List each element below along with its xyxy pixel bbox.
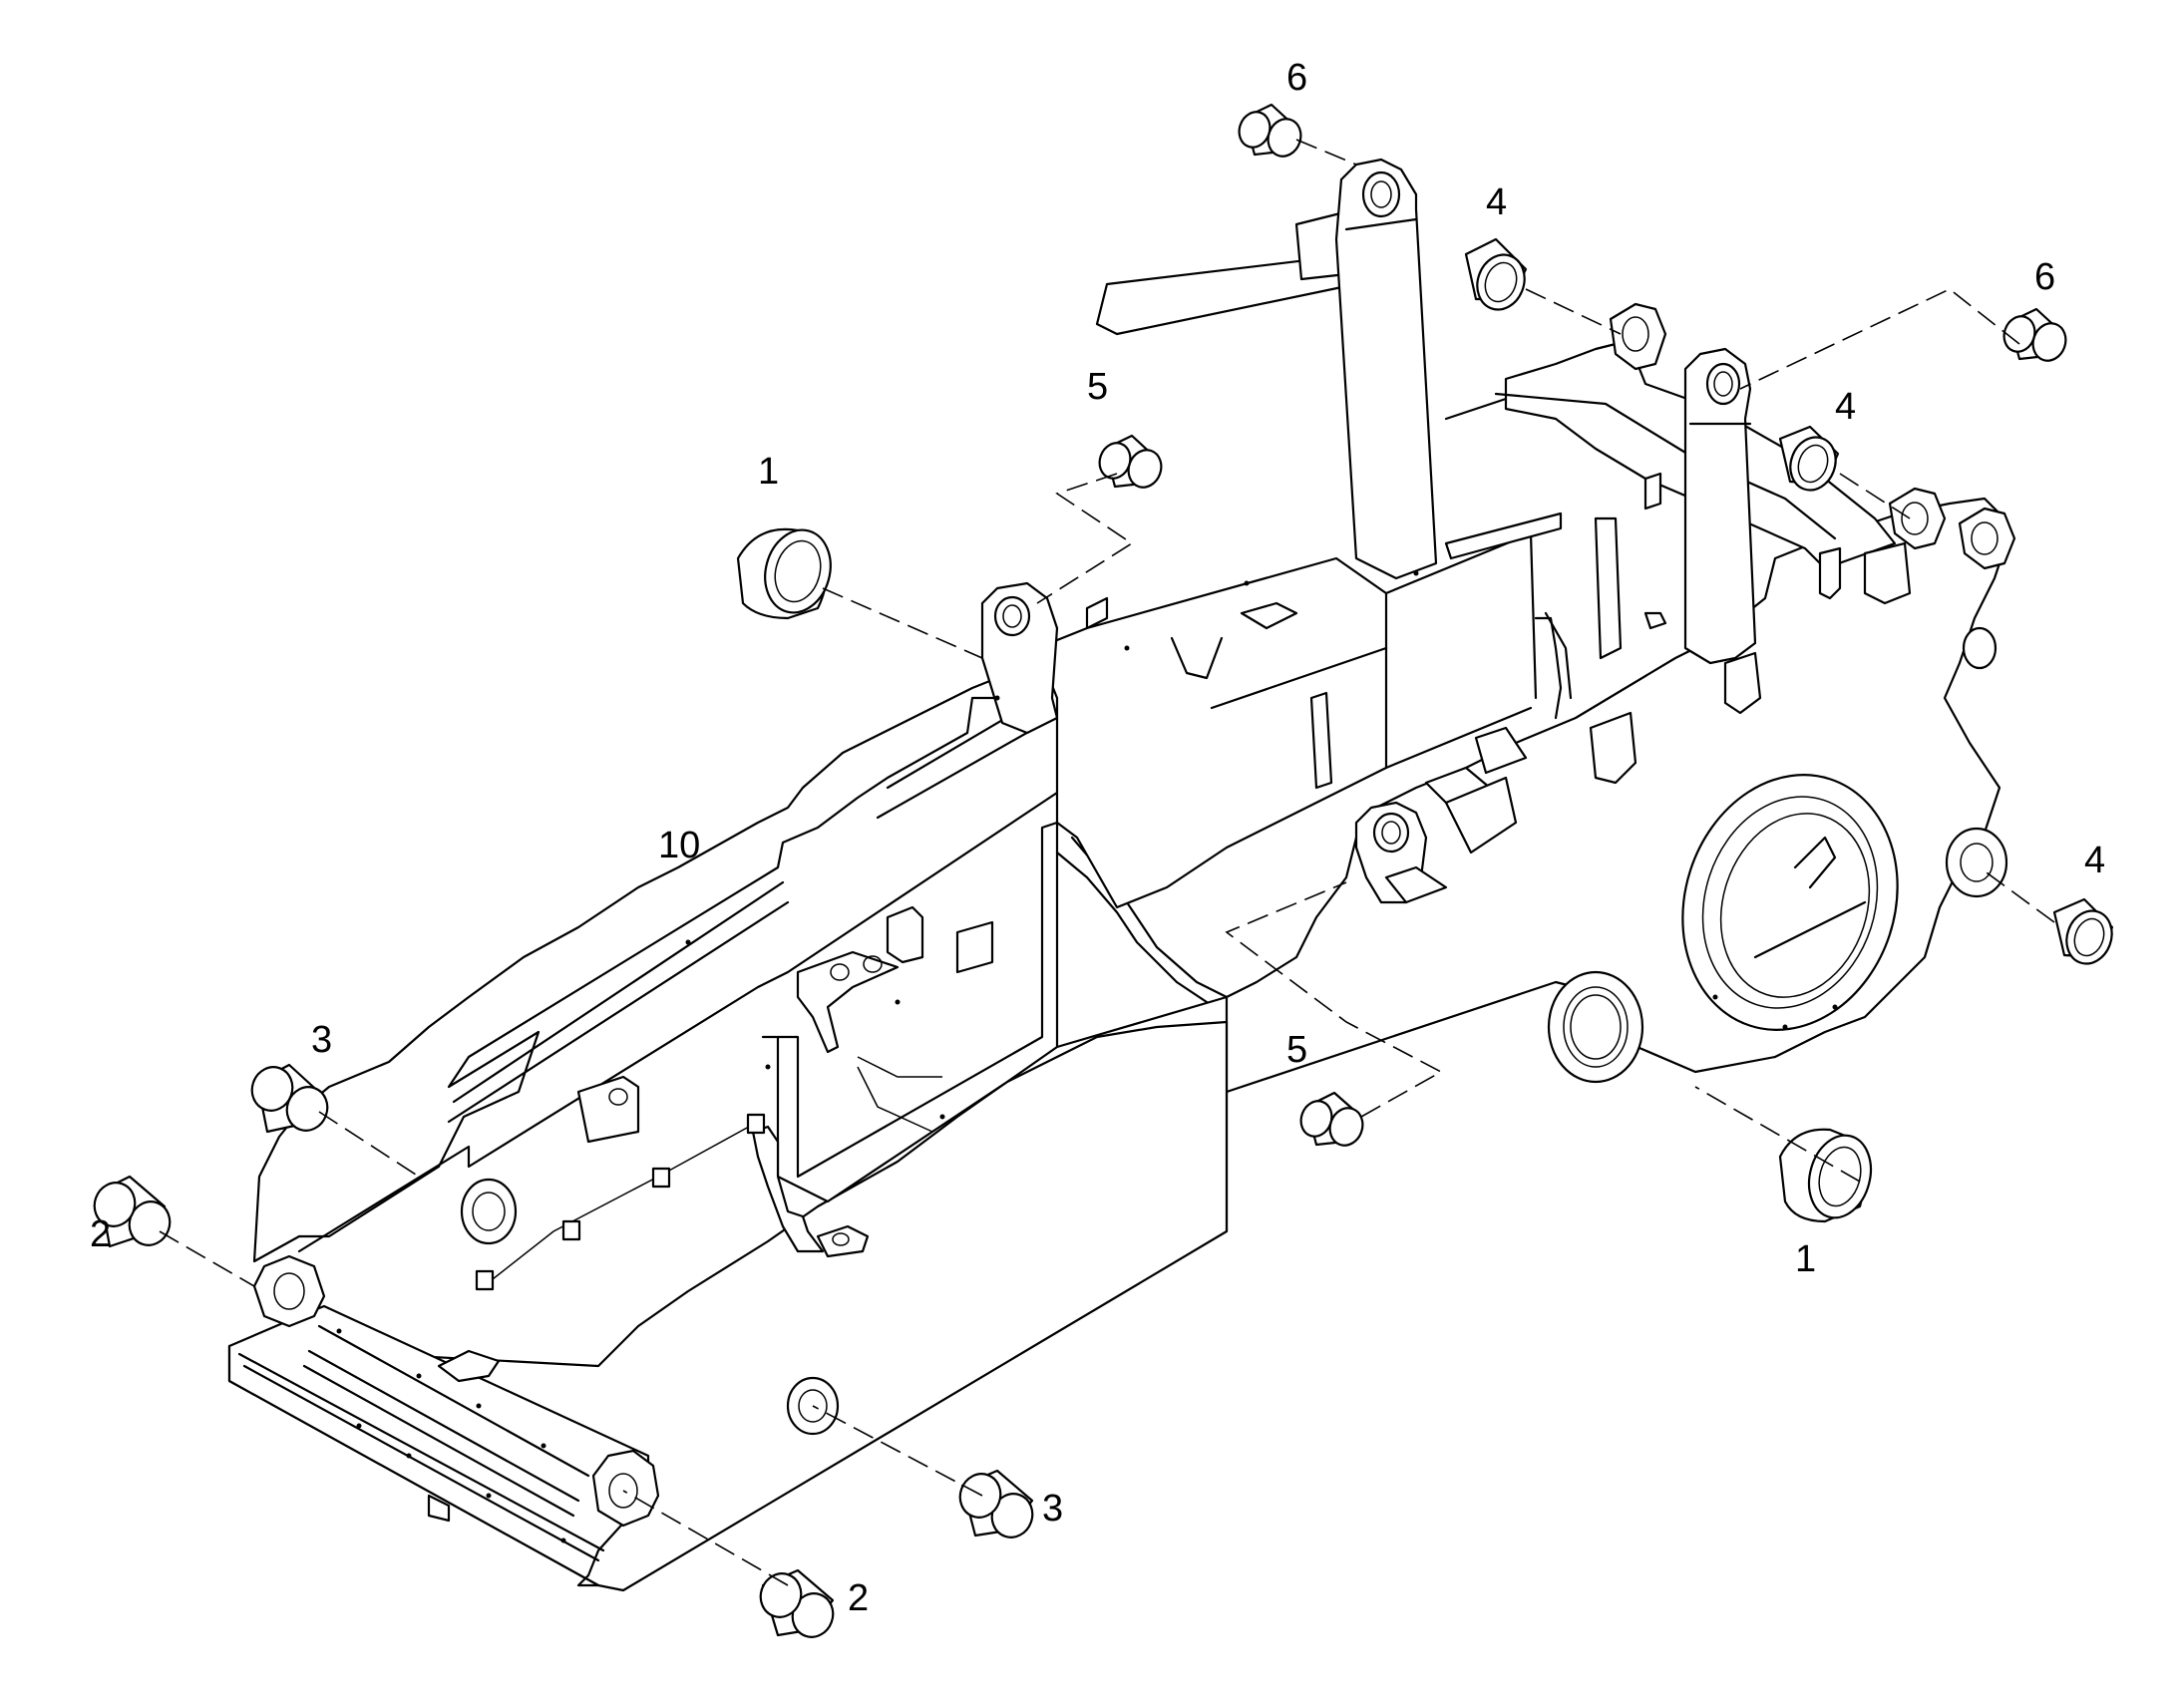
- callout-3-bottom: 3: [1042, 1488, 1063, 1530]
- callout-4-right: 4: [2084, 840, 2105, 881]
- pin-2-left: [93, 1175, 172, 1248]
- left-corner-pivot: [252, 1254, 326, 1328]
- central-block: [1035, 556, 1388, 909]
- pin-6-top: [1238, 103, 1302, 158]
- bushing-1-top: [736, 527, 832, 620]
- right-tall-arm: [1683, 347, 1757, 665]
- pin-5-top: [1098, 434, 1163, 489]
- bushing-4-right: [2052, 897, 2114, 965]
- callout-4-top: 4: [1486, 181, 1507, 223]
- lower-boss: [1547, 970, 1644, 1084]
- internal-brackets: [475, 472, 1912, 1291]
- callouts: 1 1 2 2 3 3 4 4 4 5 5 6 6 10: [90, 57, 2105, 1619]
- bushing-4-top: [1464, 237, 1528, 311]
- callout-5-top: 5: [1087, 366, 1108, 408]
- callout-10: 10: [658, 825, 700, 866]
- callout-6-top: 6: [1286, 57, 1307, 99]
- callout-3-left: 3: [311, 1019, 332, 1061]
- leader-lines: [159, 139, 2055, 1586]
- callout-1-top: 1: [758, 451, 779, 493]
- callout-4-mid: 4: [1835, 386, 1856, 428]
- pin-3-left: [250, 1063, 329, 1134]
- bushings: [93, 103, 2114, 1638]
- pin-3-bottom: [958, 1469, 1034, 1538]
- pin-2-bottom: [759, 1568, 835, 1638]
- left-rear-boss: [460, 1178, 518, 1245]
- pin-5-bottom: [1299, 1091, 1364, 1147]
- bushing-4-mid: [1778, 425, 1840, 492]
- front-corner-pivot: [591, 1449, 660, 1528]
- callout-1-bottom: 1: [1795, 1238, 1816, 1280]
- callout-2-left: 2: [90, 1213, 111, 1255]
- callout-6-right: 6: [2034, 256, 2055, 298]
- front-cross-beam: [227, 1304, 650, 1587]
- callout-5-bottom: 5: [1286, 1029, 1307, 1071]
- pin-6-right: [2002, 307, 2067, 362]
- slew-ring: [1681, 774, 2008, 1031]
- callout-2-bottom: 2: [848, 1577, 869, 1619]
- bushing-1-bottom: [1778, 1128, 1873, 1223]
- bolt-dots: [336, 570, 1838, 1543]
- tall-center-arm: [1334, 158, 1438, 580]
